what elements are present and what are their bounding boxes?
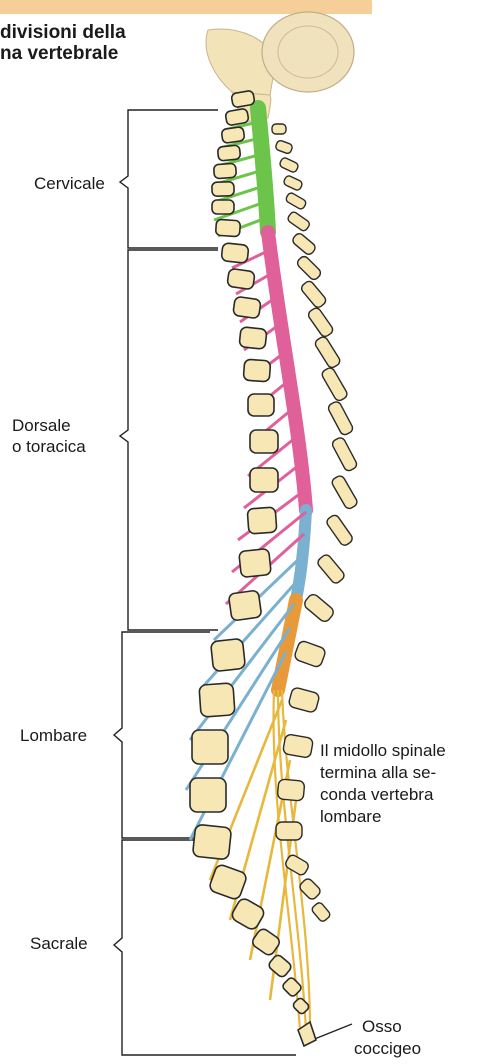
annotation-midollo-line-4: lombare [320,806,446,828]
bracket-cervicale [120,110,218,248]
annotation-coccige-line-2: coccigeo [354,1038,421,1060]
label-dorsale: Dorsale o toracica [12,415,86,457]
coccyx-pointer [312,1024,352,1040]
label-dorsale-line-1: Dorsale [12,415,86,436]
annotation-midollo-line-2: termina alla se- [320,762,446,784]
label-lombare: Lombare [20,725,87,746]
label-cervicale: Cervicale [34,173,105,194]
annotation-coccige-line-1: Osso [354,1016,421,1038]
annotation-midollo-line-3: conda vertebra [320,784,446,806]
annotation-midollo-line-1: Il midollo spinale [320,740,446,762]
annotation-coccige: Osso coccigeo [354,1016,421,1060]
label-dorsale-line-2: o toracica [12,436,86,457]
bracket-dorsale [120,250,218,630]
annotation-midollo: Il midollo spinale termina alla se- cond… [320,740,446,828]
skull-base [206,12,354,122]
label-sacrale: Sacrale [30,933,88,954]
